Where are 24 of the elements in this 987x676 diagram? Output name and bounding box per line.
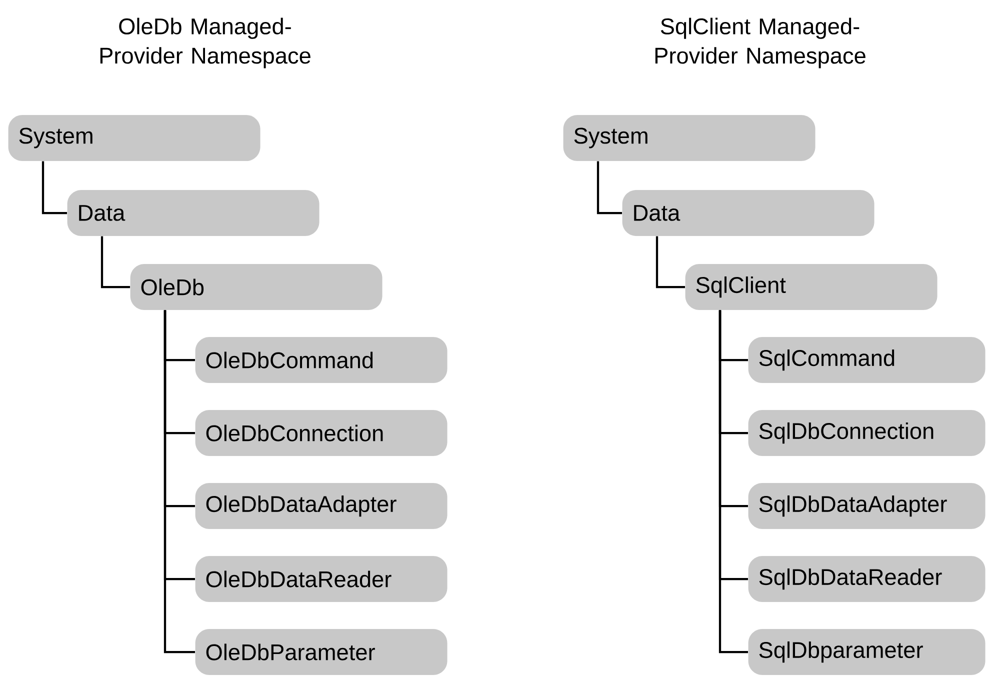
column-heading: SqlClient Managed-Provider Namespace — [655, 18, 866, 68]
tree-connector — [596, 161, 622, 214]
column-heading: OleDb Managed-Provider Namespace — [100, 18, 310, 68]
namespace-box: OleDbDataReader — [195, 556, 448, 602]
tree-connector — [100, 236, 130, 288]
namespace-box: SqlDbDataAdapter — [748, 483, 986, 529]
namespace-box: OleDb — [130, 264, 382, 310]
namespace-box: Data — [67, 190, 320, 236]
tree-connector — [656, 236, 685, 288]
namespace-box: SqlDbDataReader — [748, 556, 986, 602]
namespace-box: OleDbCommand — [195, 337, 448, 383]
namespace-box: SqlCommand — [748, 337, 986, 383]
namespace-box: SqlClient — [685, 264, 938, 310]
namespace-box: System — [563, 115, 816, 161]
namespace-box: Data — [622, 190, 874, 236]
tree-connector — [42, 161, 67, 214]
namespace-box: OleDbParameter — [195, 629, 448, 675]
namespace-box: System — [8, 115, 260, 161]
namespace-box: OleDbConnection — [195, 410, 448, 456]
tree-connector — [718, 310, 748, 654]
namespace-box: OleDbDataAdapter — [195, 483, 448, 529]
namespace-box: SqlDbConnection — [748, 410, 986, 456]
namespace-box: SqlDbparameter — [748, 629, 986, 675]
tree-connector — [164, 310, 195, 654]
